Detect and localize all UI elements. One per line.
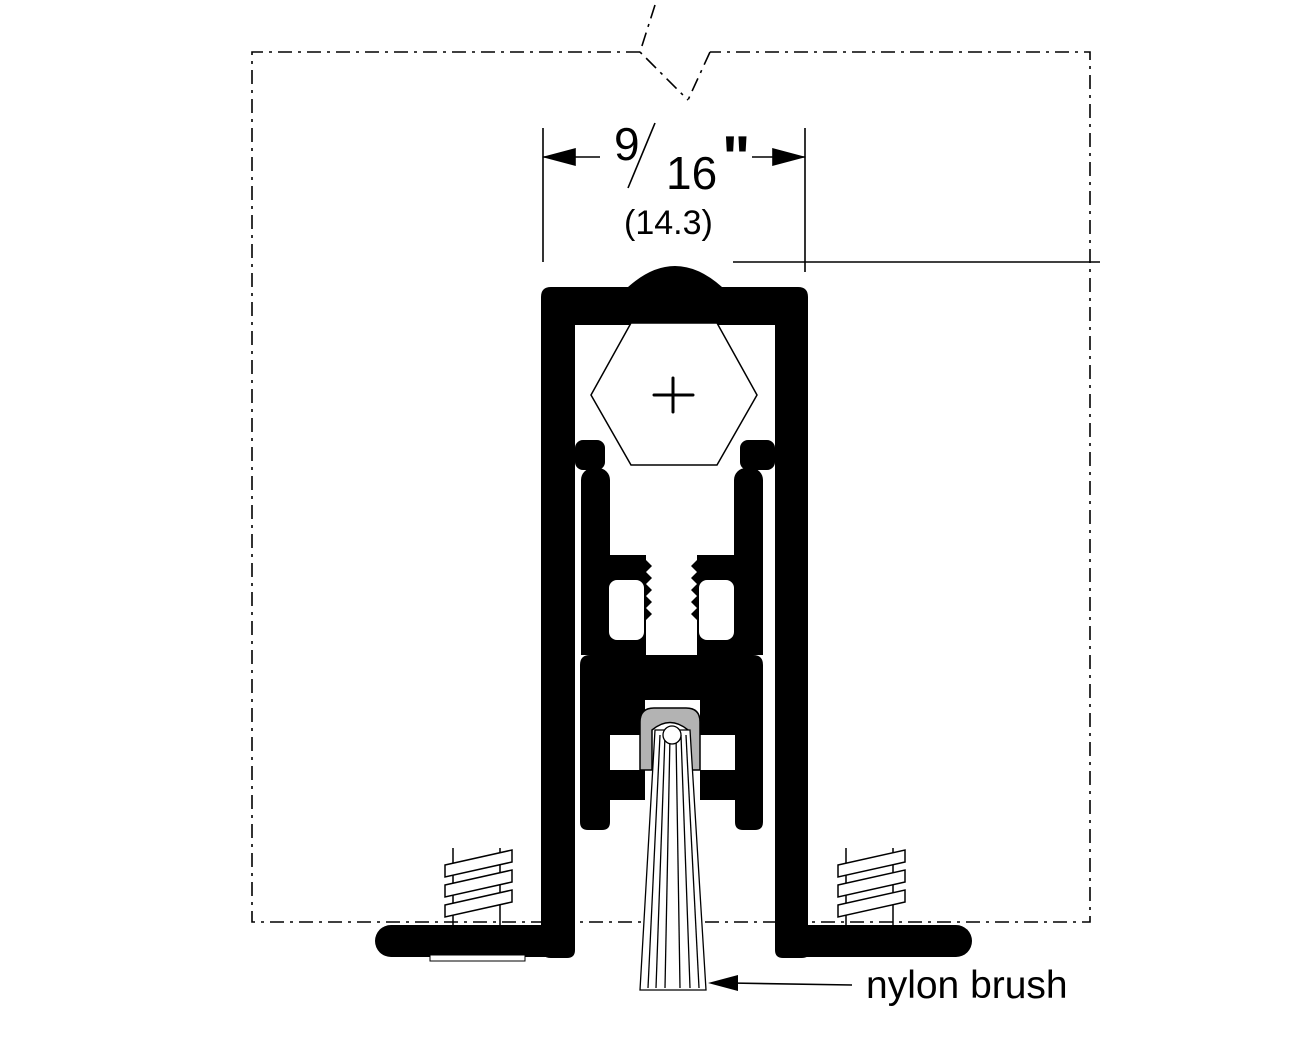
arrowhead-right-icon (772, 147, 807, 167)
right-screw-icon (837, 848, 906, 925)
arrowhead-icon (708, 975, 738, 991)
dimension-metric: (14.3) (624, 204, 713, 242)
hex-bolt (590, 322, 758, 466)
dimension-lines (541, 122, 1100, 272)
left-screw-icon (429, 848, 526, 962)
callout-arrow (708, 975, 853, 991)
left-flange (375, 925, 575, 957)
right-flange (775, 925, 972, 957)
plus-icon (652, 376, 695, 414)
profile-cutouts (609, 555, 734, 655)
dimension-denominator: 16 (666, 147, 717, 199)
callout-label: nylon brush (866, 964, 1068, 1007)
break-line (639, 4, 711, 101)
dimension-numerator: 9 (614, 118, 640, 170)
brush-holder (639, 707, 701, 771)
door-outline (251, 51, 1091, 923)
dimension-unit: " (722, 124, 750, 191)
arrowhead-left-icon (541, 147, 576, 167)
nylon-brush (639, 725, 707, 991)
thread-teeth (646, 560, 697, 620)
